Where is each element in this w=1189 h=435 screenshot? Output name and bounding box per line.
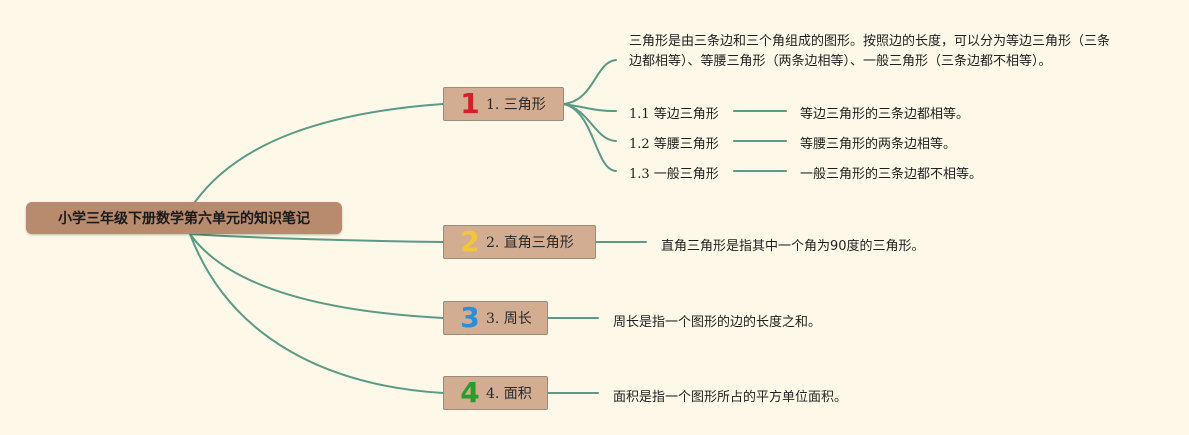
triangle-description: 三角形是由三条边和三个角组成的图形。按照边的长度，可以分为等边三角形（三条边都相… xyxy=(629,34,1111,69)
perimeter-desc: 周长是指一个图形的边的长度之和。 xyxy=(613,315,822,330)
topic-label: 1. 三角形 xyxy=(486,97,546,113)
right-triangle-desc: 直角三角形是指其中一个角为90度的三角形。 xyxy=(661,239,925,254)
connector-topic-1-description xyxy=(563,59,617,105)
connector-root-topic-1 xyxy=(194,103,444,203)
topic-number-icon: 4 xyxy=(460,376,480,409)
topic-node-triangle[interactable]: 1 1. 三角形 xyxy=(443,87,564,121)
topic-label: 4. 面积 xyxy=(486,386,532,402)
root-node-label: 小学三年级下册数学第六单元的知识笔记 xyxy=(58,211,310,227)
topic-label: 3. 周长 xyxy=(486,311,532,327)
topic-number-icon: 2 xyxy=(460,225,480,258)
root-node[interactable]: 小学三年级下册数学第六单元的知识笔记 xyxy=(26,202,342,234)
subtopic-equilateral-desc: 等边三角形的三条边都相等。 xyxy=(800,107,970,122)
area-desc: 面积是指一个图形所占的平方单位面积。 xyxy=(613,390,848,405)
connector-root-topic-3 xyxy=(189,233,444,319)
topic-node-perimeter[interactable]: 3 3. 周长 xyxy=(443,301,548,335)
topic-node-right-triangle[interactable]: 2 2. 直角三角形 xyxy=(443,225,596,259)
subtopic-equilateral[interactable]: 1.1 等边三角形 xyxy=(629,107,719,122)
topic-node-area[interactable]: 4 4. 面积 xyxy=(443,376,548,410)
topic-number-icon: 1 xyxy=(460,87,480,120)
connector-topic-1-sub-3 xyxy=(563,103,617,172)
connector-root-topic-4 xyxy=(189,233,444,394)
subtopic-scalene-desc: 一般三角形的三条边都不相等。 xyxy=(800,167,983,182)
topic-label: 2. 直角三角形 xyxy=(486,235,574,251)
subtopic-isosceles-desc: 等腰三角形的两条边相等。 xyxy=(800,137,957,152)
subtopic-isosceles[interactable]: 1.2 等腰三角形 xyxy=(629,137,719,152)
connector-root-topic-2 xyxy=(189,233,444,243)
topic-number-icon: 3 xyxy=(460,301,480,334)
subtopic-scalene[interactable]: 1.3 一般三角形 xyxy=(629,167,719,182)
